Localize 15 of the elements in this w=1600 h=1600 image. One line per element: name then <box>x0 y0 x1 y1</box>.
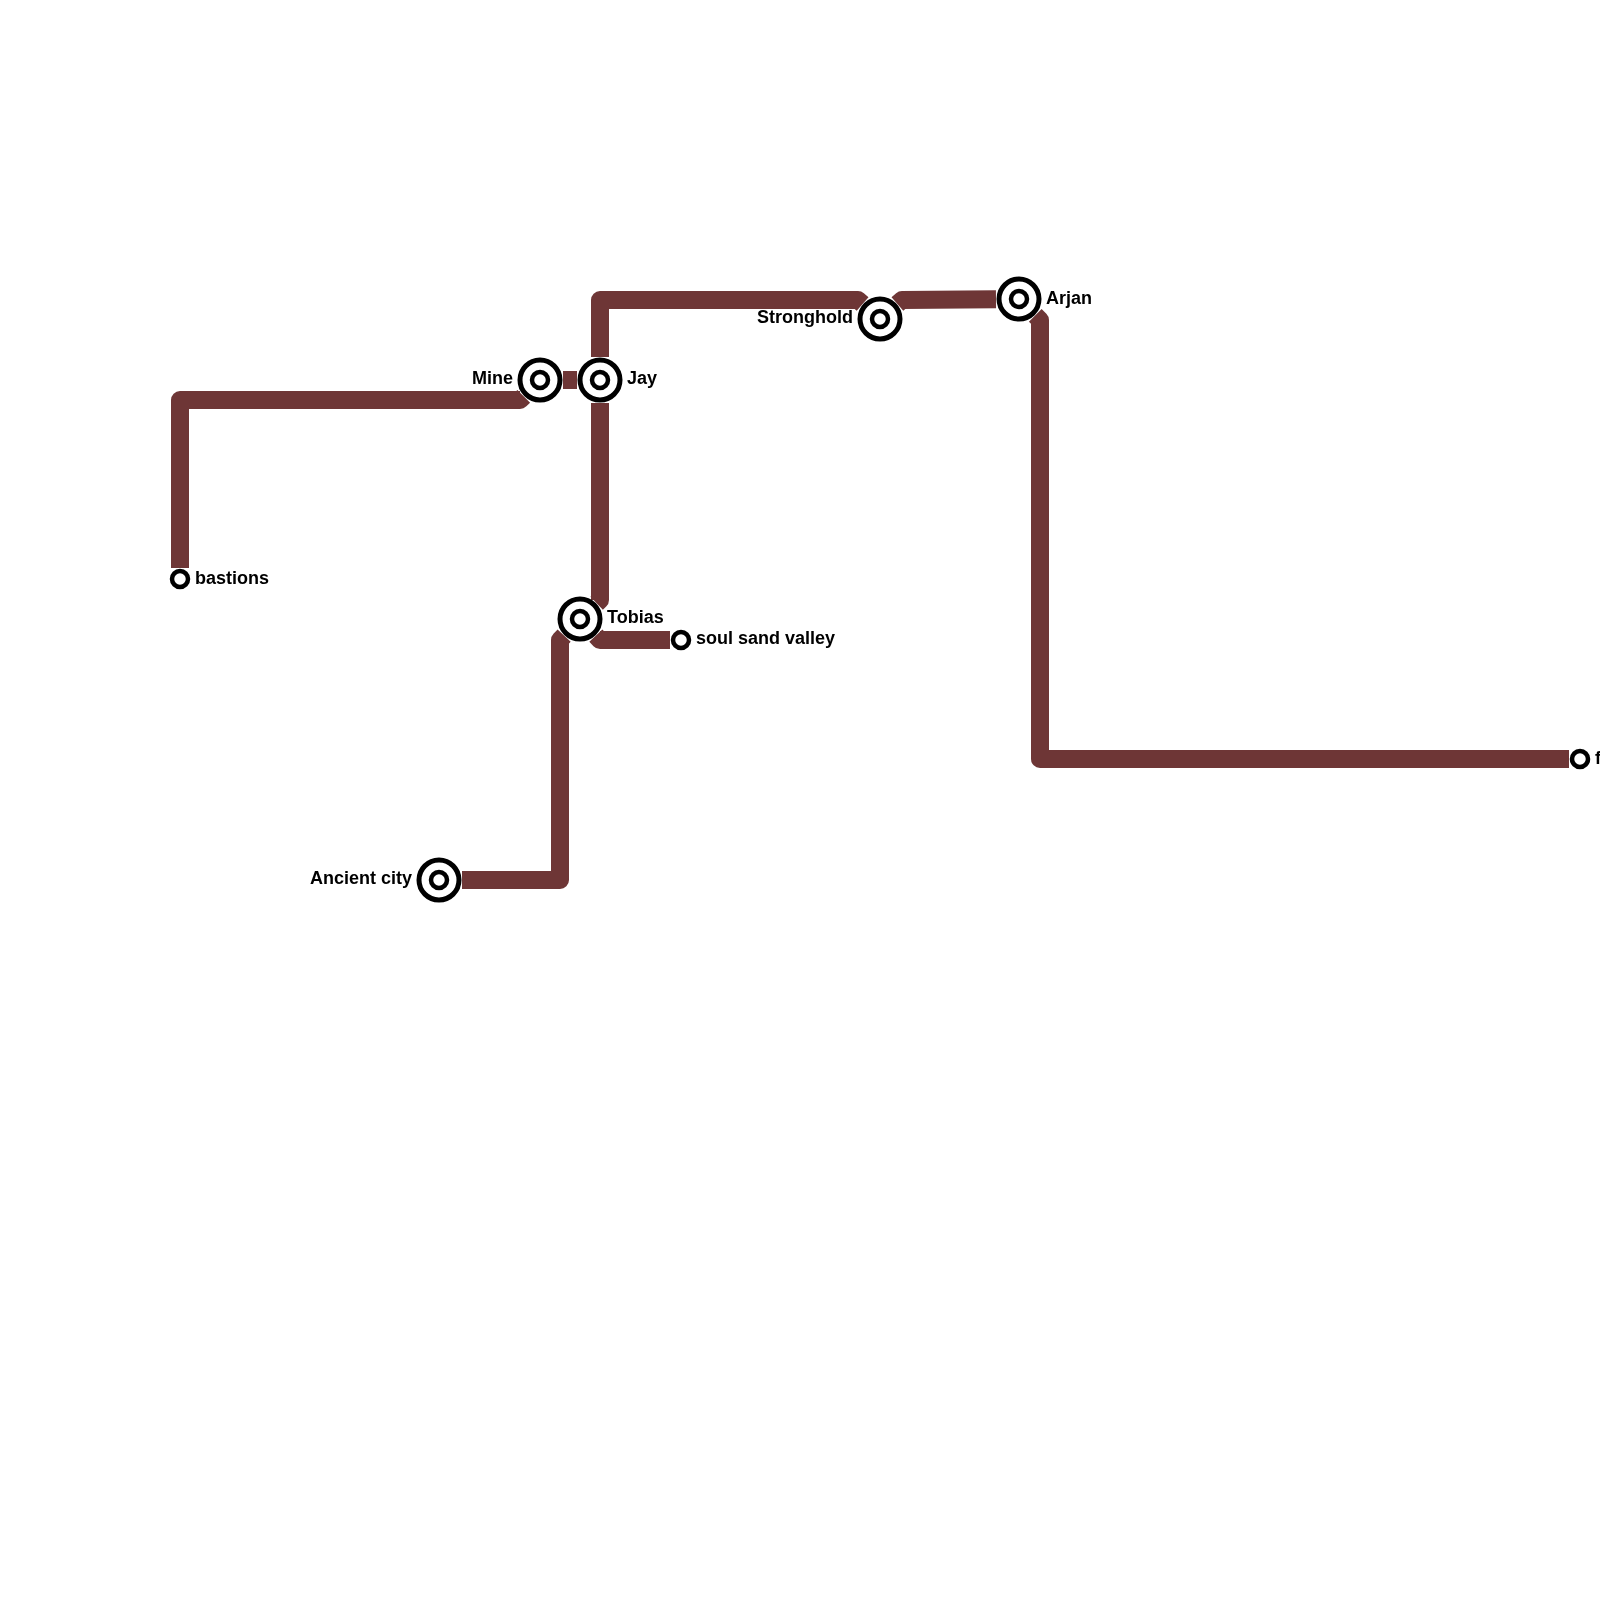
line-segment <box>891 290 997 311</box>
line-segment <box>171 389 530 568</box>
line-segment <box>591 291 869 357</box>
station-label: bastions <box>195 567 269 589</box>
line-segment <box>563 371 577 389</box>
line-segment <box>462 629 571 889</box>
station-label: soul sand valley <box>696 627 836 649</box>
station-label: Mine <box>472 367 513 389</box>
station-label: Ancient city <box>309 867 412 889</box>
line-segment <box>1027 310 1569 768</box>
station-label: Jay <box>627 367 658 389</box>
station-label: Arjan <box>1046 287 1092 309</box>
station-label: Tobias <box>607 606 664 628</box>
station-label: Stronghold <box>757 306 853 328</box>
line-segment <box>590 403 609 610</box>
